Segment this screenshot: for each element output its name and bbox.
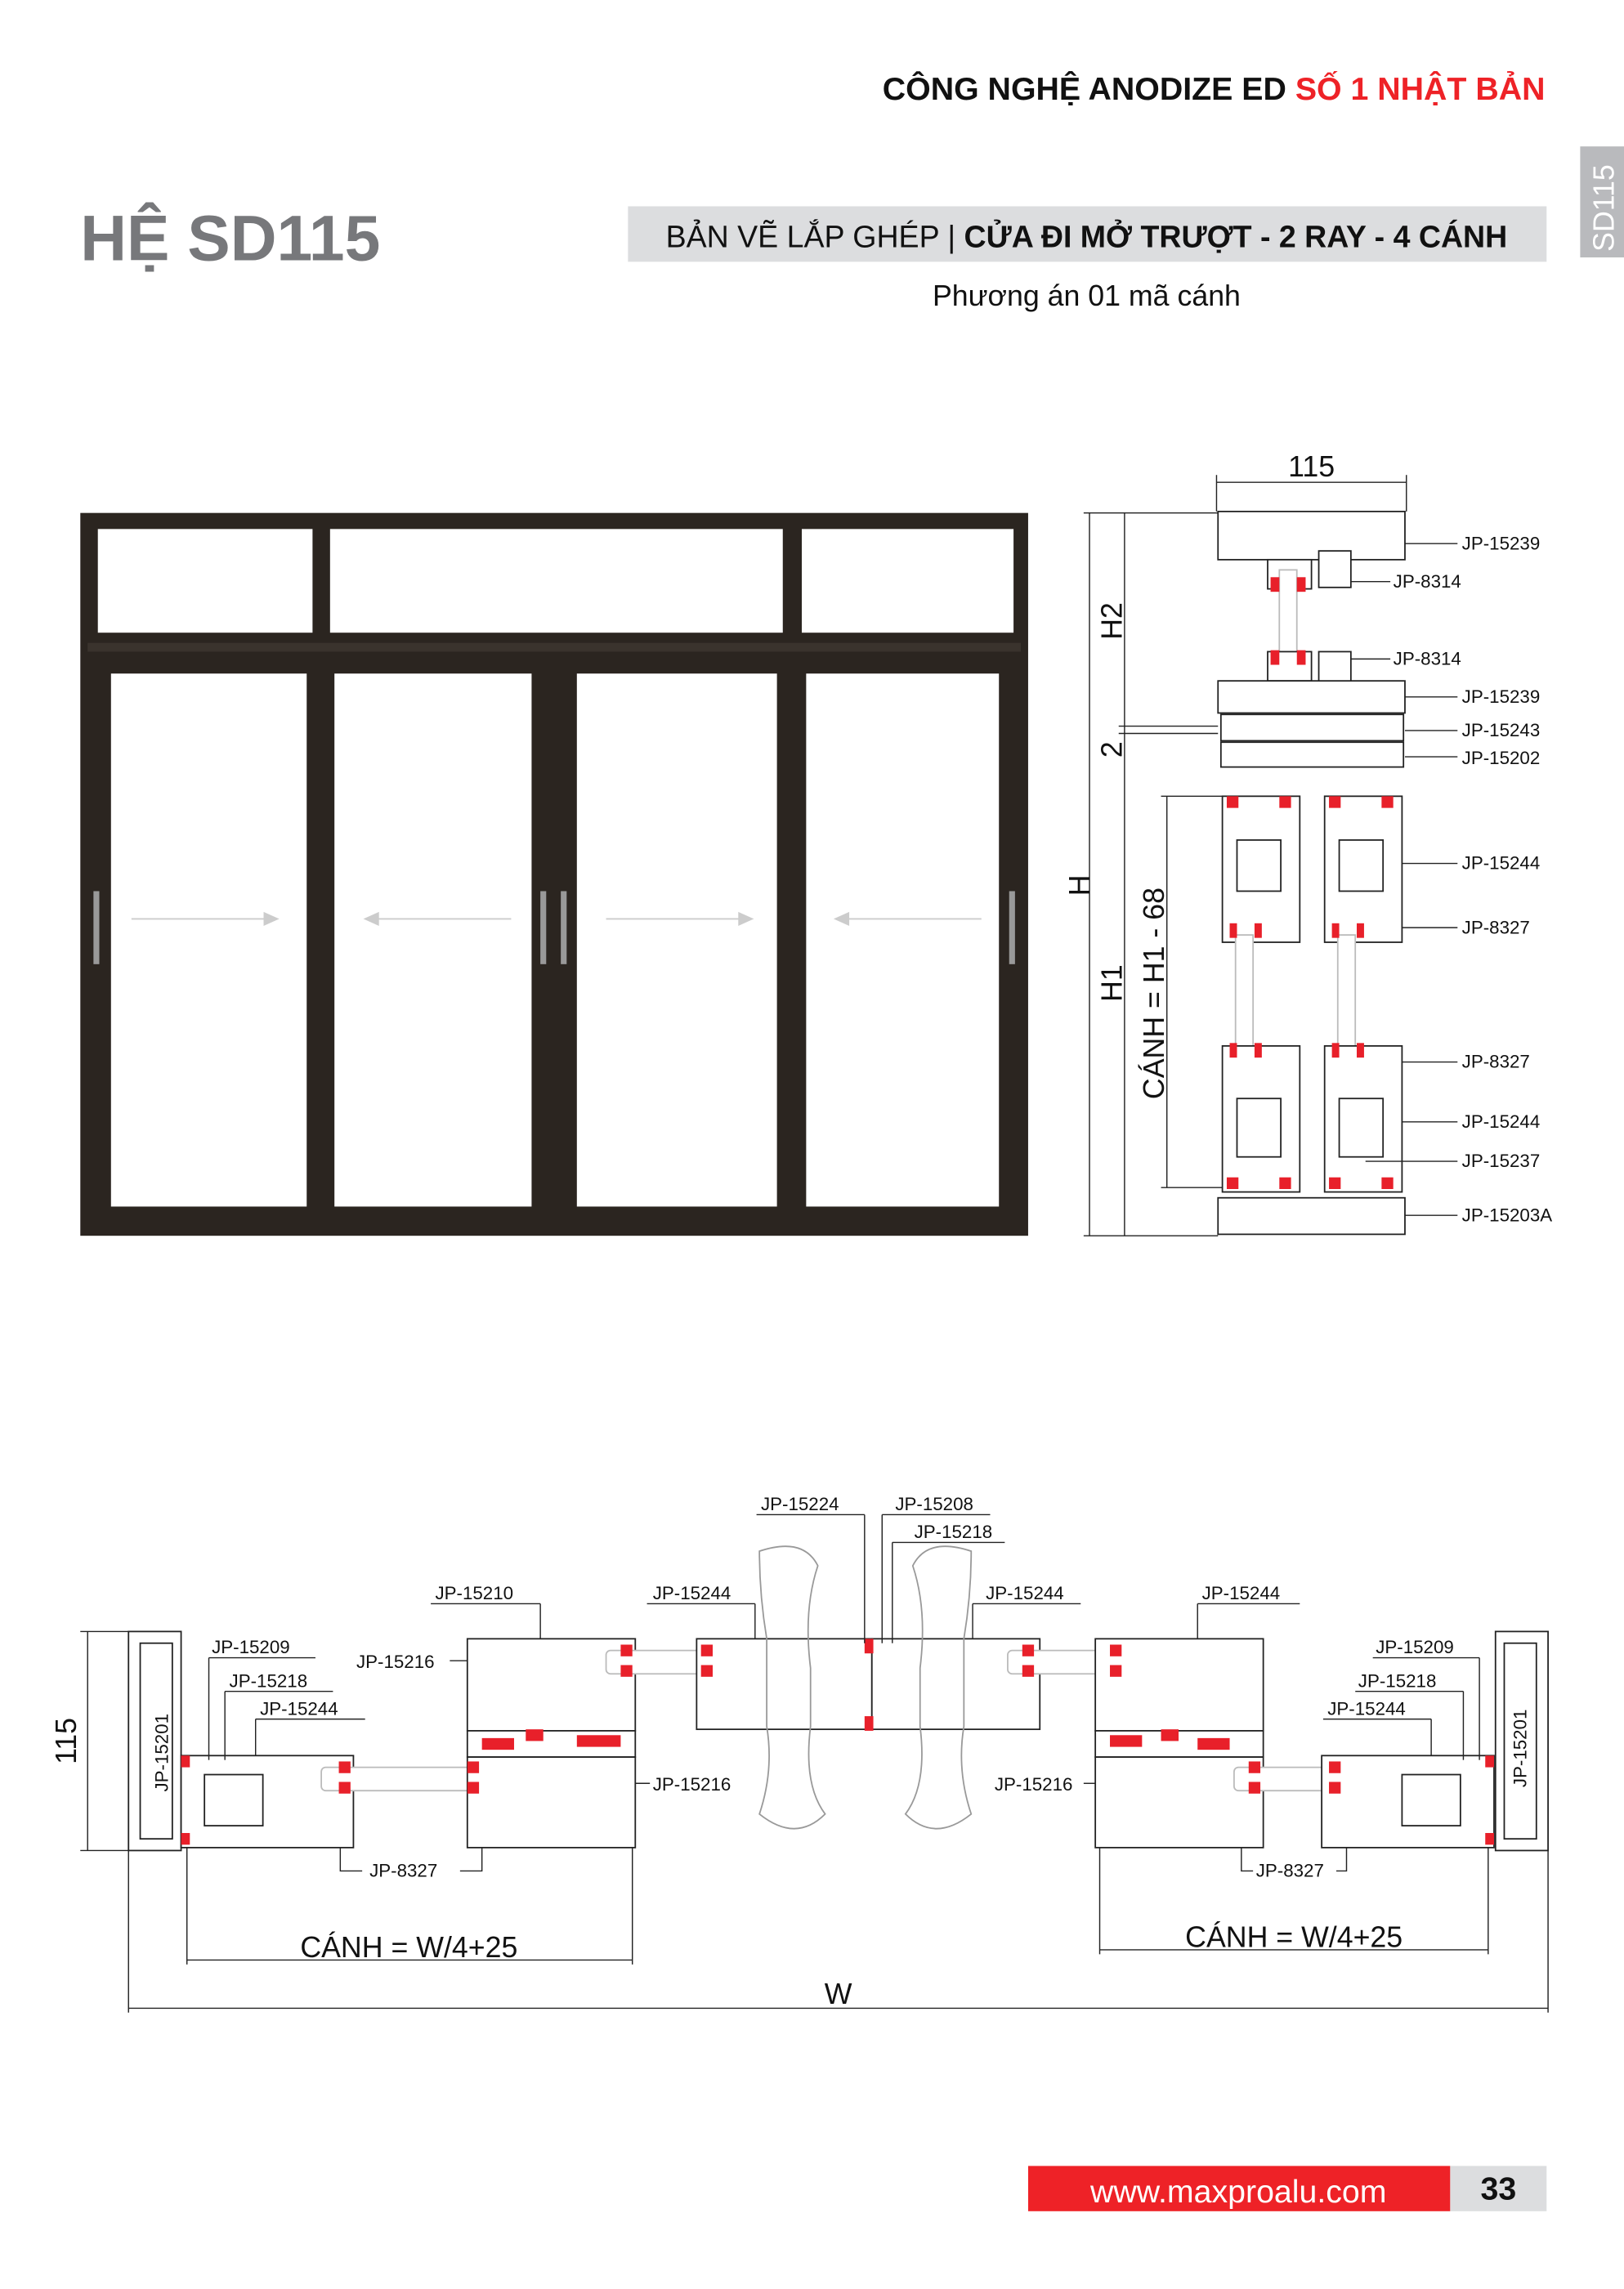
drawing-label: JP-15203A <box>1462 1205 1553 1225</box>
arrow-left-icon <box>363 911 379 926</box>
arrow-right-icon <box>263 911 280 926</box>
drawing-label: JP-15218 <box>1358 1670 1437 1691</box>
drawing-label: JP-15244 <box>986 1583 1064 1603</box>
system-title: HỆ SD115 <box>80 203 380 275</box>
drawing-label: 2 <box>1095 741 1128 758</box>
vertical-section: 115 <box>1063 450 1552 1236</box>
drawing-label: H2 <box>1095 602 1128 640</box>
drawing-label: 115 <box>1288 450 1335 483</box>
drawing-label: JP-8327 <box>1256 1861 1324 1881</box>
drawing-label: JP-8327 <box>1462 1052 1530 1072</box>
drawing-label: JP-15216 <box>653 1774 731 1795</box>
drawing-label: JP-15244 <box>1327 1698 1406 1719</box>
door-elevation <box>80 512 1028 1236</box>
drawing-label: JP-15244 <box>1462 853 1541 874</box>
drawing-label: CÁNH = W/4+25 <box>1185 1920 1403 1953</box>
drawing-label: JP-15201 <box>151 1714 172 1792</box>
drawing-label: JP-15224 <box>761 1494 839 1514</box>
drawing-label: JP-15201 <box>1510 1710 1530 1788</box>
banner <box>628 206 1547 262</box>
website-bar <box>1027 2166 1451 2211</box>
drawing-label: JP-15218 <box>230 1670 308 1691</box>
drawing-label: JP-8314 <box>1394 649 1461 669</box>
tagline: CÔNG NGHỆ ANODIZE ED SỐ 1 NHẬT BẢN <box>883 70 1546 107</box>
handle-icon <box>904 1545 973 1830</box>
side-tab <box>1580 146 1624 257</box>
handle-icon <box>93 891 100 964</box>
drawing-label: JP-15202 <box>1462 748 1541 768</box>
drawing-label: JP-15239 <box>1462 686 1541 707</box>
drawing-label: JP-15239 <box>1462 533 1541 553</box>
drawing-label: CÁNH = H1 - 68 <box>1138 887 1170 1099</box>
drawing-label: JP-15210 <box>435 1583 513 1603</box>
drawing-label: H <box>1063 874 1096 896</box>
side-tab-label: SD115 <box>1587 164 1620 252</box>
horizontal-plan: 115 JP-15201 JP-15201 <box>50 1494 1549 2013</box>
page-number: 33 <box>1480 2171 1516 2207</box>
drawing-label: CÁNH = W/4+25 <box>300 1931 517 1964</box>
handle-icon <box>1009 891 1015 964</box>
drawing-label: JP-15243 <box>1462 720 1541 740</box>
drawing-label: JP-15244 <box>653 1583 731 1603</box>
drawing-label: JP-15216 <box>356 1652 435 1672</box>
subtitle: Phương án 01 mã cánh <box>933 279 1241 312</box>
drawing-label: JP-15244 <box>260 1698 338 1719</box>
drawing-label: JP-8327 <box>369 1861 437 1881</box>
drawing-label: JP-15237 <box>1462 1151 1541 1171</box>
handle-icon <box>561 891 567 964</box>
drawing-label: JP-15244 <box>1202 1583 1281 1603</box>
banner-text: BẢN VẼ LẮP GHÉP | CỬA ĐI MỞ TRƯỢT - 2 RA… <box>666 219 1508 253</box>
handle-icon <box>540 891 547 964</box>
website-link[interactable]: www.maxproalu.com <box>1089 2174 1387 2210</box>
drawing-label: JP-15208 <box>895 1494 973 1514</box>
page-number-box <box>1450 2166 1547 2211</box>
drawing-label: JP-8327 <box>1462 917 1530 937</box>
arrow-left-icon <box>833 911 850 926</box>
drawing-label: JP-15216 <box>995 1774 1073 1795</box>
drawing-label: JP-15209 <box>212 1637 290 1657</box>
drawing-label: JP-8314 <box>1394 571 1461 592</box>
drawing-label: W <box>825 1978 852 2010</box>
drawing-label: JP-15218 <box>915 1522 993 1542</box>
drawing-label: JP-15209 <box>1376 1637 1454 1657</box>
drawing-label: JP-15244 <box>1462 1111 1541 1132</box>
drawing-label: H1 <box>1095 964 1128 1002</box>
arrow-right-icon <box>738 911 754 926</box>
handle-icon <box>758 1545 826 1830</box>
drawing-label: 115 <box>50 1718 83 1764</box>
